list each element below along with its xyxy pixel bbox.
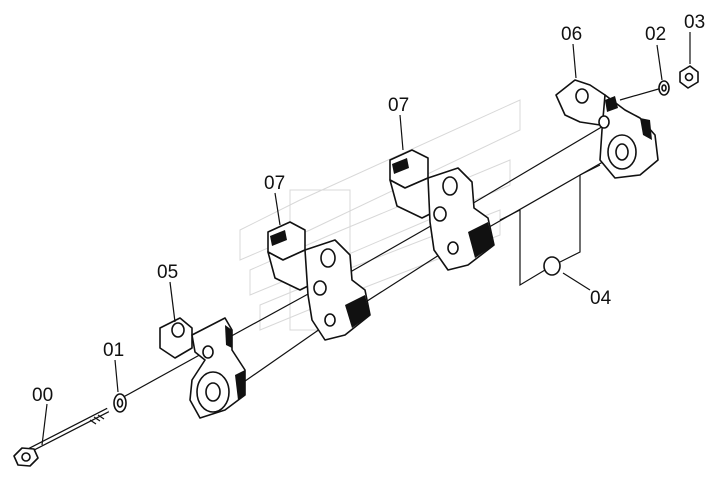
part-labels: 00 01 05 07 07 06 02 03 04 — [32, 12, 705, 406]
label-01: 01 — [103, 340, 124, 361]
bracket-05 — [159, 317, 246, 419]
label-00: 00 — [32, 385, 53, 406]
valve-07-upper — [389, 149, 495, 271]
bracket-06 — [555, 79, 659, 179]
label-05: 05 — [157, 262, 178, 283]
washer-02 — [658, 80, 670, 96]
label-07-lower: 07 — [264, 173, 285, 194]
label-06: 06 — [561, 24, 582, 45]
washer-01 — [113, 393, 127, 413]
axis-lines — [117, 87, 663, 401]
label-07-upper: 07 — [388, 95, 409, 116]
o-ring-04 — [543, 256, 561, 276]
bolt-00 — [13, 407, 110, 467]
valve-07-lower — [267, 221, 371, 341]
label-04: 04 — [590, 288, 612, 309]
label-03: 03 — [684, 12, 705, 33]
nut-03 — [679, 65, 699, 89]
label-leaders — [41, 32, 691, 446]
label-02: 02 — [645, 24, 666, 45]
